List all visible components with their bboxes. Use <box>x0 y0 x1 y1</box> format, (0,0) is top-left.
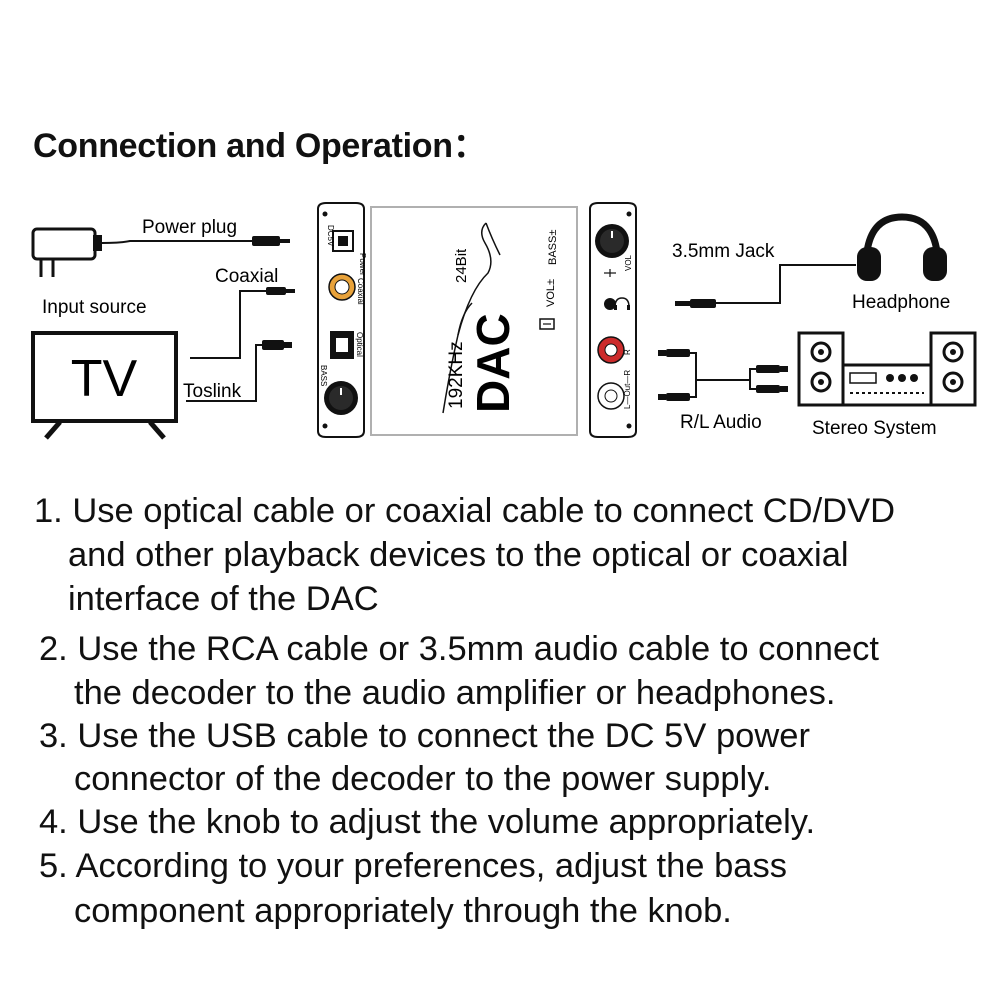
step-3-line-1: 3. Use the USB cable to connect the DC 5… <box>39 714 810 758</box>
tv-label: TV <box>71 350 138 408</box>
toslink-plug-icon <box>262 340 292 350</box>
vol-port-label: VOL <box>624 254 633 271</box>
dc5v-label: DC5V <box>326 225 335 247</box>
stereo-system-label: Stereo System <box>812 418 937 439</box>
step-4-text: Use the knob to adjust the volume approp… <box>77 803 816 841</box>
bit-depth-label: 24Bit <box>453 248 470 283</box>
step-2-number: 2. <box>39 630 68 668</box>
page-title: Connection and Operation： <box>33 127 487 165</box>
headphone-label: Headphone <box>852 292 950 313</box>
rl-audio-label: R/L Audio <box>680 412 762 433</box>
dac-top-view <box>370 206 578 436</box>
headphone-port-icon <box>614 297 630 310</box>
dac-logo: DAC <box>467 313 519 413</box>
step-5-line-1: 5. According to your preferences, adjust… <box>39 844 787 888</box>
step-2-line-2: the decoder to the audio amplifier or he… <box>74 674 836 712</box>
rca-plugs-left-icon <box>658 349 690 401</box>
toslink-label: Toslink <box>183 381 242 402</box>
step-3-number: 3. <box>39 717 68 755</box>
sample-rate-label: 192KHz <box>446 341 467 409</box>
tv-icon <box>31 331 178 440</box>
dac-left-panel <box>317 202 365 438</box>
step-2-line-1: 2. Use the RCA cable or 3.5mm audio cabl… <box>39 627 879 671</box>
bass-button-label: BASS± <box>547 230 559 265</box>
coaxial-label: Coaxial <box>215 266 278 287</box>
rca-plugs-right-icon <box>756 365 788 393</box>
coaxial-port-label: Coaxial <box>356 278 365 305</box>
headphone-icon <box>857 213 947 281</box>
step-3-line-2: connector of the decoder to the power su… <box>74 760 772 798</box>
step-4-line-1: 4. Use the knob to adjust the volume app… <box>39 800 815 844</box>
step-1-line-2: and other playback devices to the optica… <box>68 536 849 574</box>
vol-button-label: VOL± <box>545 279 557 307</box>
power-adapter-icon <box>31 227 102 277</box>
usb-symbol-icon <box>604 269 616 277</box>
power-plug-icon <box>252 236 290 246</box>
jack-plug-icon <box>675 299 716 308</box>
step-4-number: 4. <box>39 803 68 841</box>
power-plug-label: Power plug <box>142 217 237 238</box>
step-2-text: Use the RCA cable or 3.5mm audio cable t… <box>77 630 879 668</box>
step-1-number: 1. <box>34 492 63 530</box>
coaxial-plug-icon <box>266 287 295 295</box>
step-3-text: Use the USB cable to connect the DC 5V p… <box>77 717 810 755</box>
jack-label: 3.5mm Jack <box>672 241 775 262</box>
step-5-text: According to your preferences, adjust th… <box>75 847 787 885</box>
stereo-system-icon <box>797 331 977 407</box>
bass-port-label: BASS <box>319 365 328 386</box>
step-5-line-2: component appropriately through the knob… <box>74 892 732 930</box>
input-source-label: Input source <box>42 297 147 318</box>
line-out-label: L—Out—R <box>623 370 632 409</box>
step-1-line-1: 1. Use optical cable or coaxial cable to… <box>34 489 895 533</box>
optical-port-label: Optical <box>355 332 364 357</box>
vol-arrows-icon <box>539 318 555 330</box>
step-5-number: 5. <box>39 847 68 885</box>
dac-right-panel <box>589 202 637 438</box>
power-port-label: Power <box>358 253 367 276</box>
step-1-text: Use optical cable or coaxial cable to co… <box>72 492 896 530</box>
r-channel-label: R <box>623 349 632 355</box>
step-1-line-3: interface of the DAC <box>68 580 379 618</box>
connection-diagram: Power plug Input source Coaxial Toslink … <box>31 202 977 440</box>
